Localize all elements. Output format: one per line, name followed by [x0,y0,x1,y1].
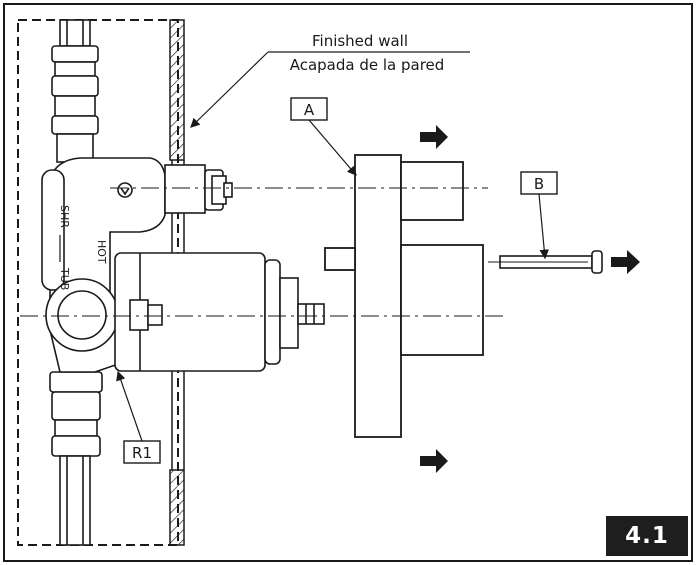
valve-label-shr: SHR [58,205,71,228]
check-valve-icon [117,182,133,198]
callout-a-label: A [304,101,315,119]
direction-arrows [420,125,640,473]
callout-b-label: B [534,175,544,193]
screw-b [499,250,603,274]
callout-a-leader [308,119,357,176]
callout-r1-leader [116,370,143,442]
trim-plate-a [324,154,484,438]
valve-body [41,157,325,373]
figure-border [3,3,693,562]
center-lines [20,187,505,317]
callout-b-leader [538,193,549,260]
callout-r1-label: R1 [132,444,152,462]
valve-label-tub: TUB [58,267,71,290]
finished-wall-label: Finished wall [312,32,408,50]
finished-wall-label-es: Acapada de la pared [290,56,445,74]
valve-label-hot: HOT [95,240,108,264]
finished-wall-leader [190,51,470,128]
supply-pipe [49,19,103,546]
figure-number-badge: 4.1 [606,516,688,556]
arrow-right-icon [420,125,448,149]
arrow-right-icon [420,449,448,473]
arrow-right-icon [611,250,640,274]
